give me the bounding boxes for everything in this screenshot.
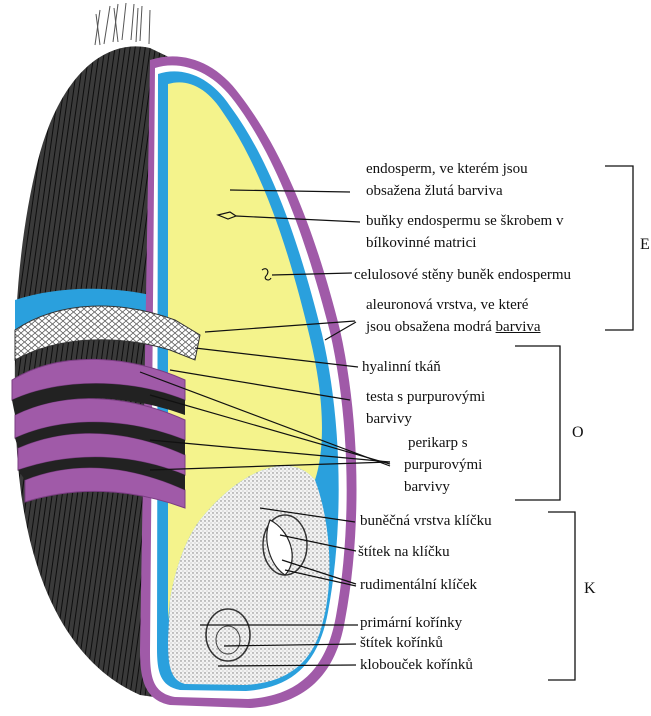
group-brackets [515, 166, 633, 680]
label-endosperm-1: endosperm, ve kterém jsou [366, 160, 528, 179]
label-hyaline: hyalinní tkáň [362, 358, 441, 377]
label-pericarp-1: perikarp s [408, 434, 468, 453]
label-rudimentary: rudimentální klíček [360, 576, 477, 595]
group-label-e: E [640, 236, 650, 254]
group-label-k: K [584, 580, 596, 598]
bristles [95, 3, 150, 45]
label-aleurone-2: jsou obsažena modrá barviva [366, 318, 541, 337]
label-endosperm-cells-1: buňky endospermu se škrobem v [366, 212, 563, 231]
label-pericarp-2: purpurovými [404, 456, 482, 475]
label-pericarp-3: barvivy [404, 478, 450, 497]
label-testa-2: barvivy [366, 410, 412, 429]
group-label-o: O [572, 424, 584, 442]
label-aleurone-2b: barviva [496, 319, 541, 335]
label-primary-roots: primární kořínky [360, 614, 462, 633]
label-root-cap: klobouček kořínků [360, 656, 473, 675]
label-endosperm-2: obsažena žlutá barviva [366, 182, 503, 201]
label-aleurone-2a: jsou obsažena modrá [366, 319, 496, 335]
label-endosperm-cells-2: bílkovinné matrici [366, 234, 476, 253]
label-embryo-shield: štítek na klíčku [358, 543, 450, 562]
label-testa-1: testa s purpurovými [366, 388, 485, 407]
label-cell-layer: buněčná vrstva klíčku [360, 512, 492, 531]
label-root-shield: štítek kořínků [360, 634, 443, 653]
label-cell-walls: celulosové stěny buněk endospermu [354, 266, 571, 285]
label-aleurone-1: aleuronová vrstva, ve které [366, 296, 528, 315]
